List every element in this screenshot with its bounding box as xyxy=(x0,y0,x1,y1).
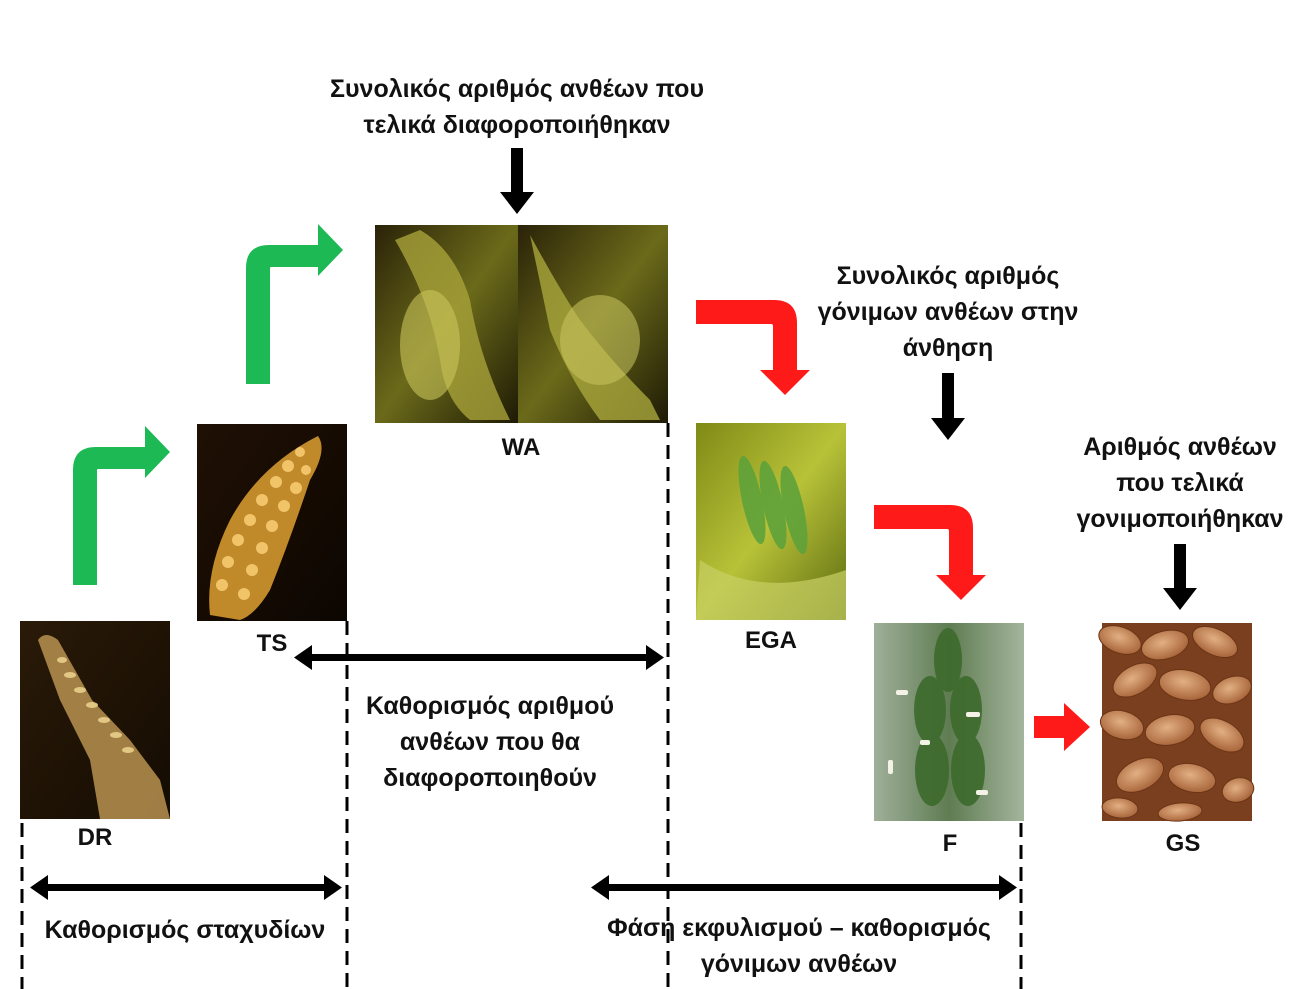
annotation-f-line2: γόνιμων ανθέων στην xyxy=(800,294,1096,330)
pointer-arrow-wa xyxy=(500,148,534,214)
growth-arrow-dr-ts xyxy=(73,426,170,585)
annotation-f-line1: Συνολικός αριθμός xyxy=(800,258,1096,294)
phase-label-floret-number: Καθορισμός αριθμού ανθέων που θα διαφορο… xyxy=(340,688,640,796)
photo-ts xyxy=(197,424,347,621)
span-arrow-dr-ts xyxy=(30,875,342,900)
pointer-arrow-gs xyxy=(1163,544,1197,610)
annotation-gs-line2: που τελικά xyxy=(1064,465,1296,501)
annotation-f: Συνολικός αριθμός γόνιμων ανθέων στην άν… xyxy=(800,258,1096,366)
phase-label-elongation: Φάση εκφυλισμού – καθορισμός γόνιμων ανθ… xyxy=(586,910,1012,982)
stage-label-f: F xyxy=(935,830,965,858)
span-arrow-ts-wa xyxy=(294,645,664,670)
growth-arrow-ts-wa xyxy=(246,224,343,384)
phase-elongation-line2: γόνιμων ανθέων xyxy=(586,946,1012,982)
annotation-gs-line3: γονιμοποιήθηκαν xyxy=(1064,501,1296,537)
photo-f xyxy=(874,623,1024,821)
pointer-arrow-f xyxy=(931,373,965,440)
decline-arrow-ega-f xyxy=(874,505,986,600)
stage-label-dr: DR xyxy=(70,824,120,852)
photo-ega xyxy=(696,423,846,620)
stage-label-ega: EGA xyxy=(740,627,802,655)
phase-floret-line1: Καθορισμός αριθμού xyxy=(340,688,640,724)
annotation-f-line3: άνθηση xyxy=(800,330,1096,366)
span-arrow-wa-f xyxy=(591,875,1017,900)
photo-gs xyxy=(1095,620,1257,823)
annotation-gs-line1: Αριθμός ανθέων xyxy=(1064,429,1296,465)
annotation-wa: Συνολικός αριθμός ανθέων που τελικά διαφ… xyxy=(300,71,734,143)
phase-elongation-line1: Φάση εκφυλισμού – καθορισμός xyxy=(586,910,1012,946)
phase-label-spikelets: Καθορισμός σταχυδίων xyxy=(30,912,340,948)
annotation-gs: Αριθμός ανθέων που τελικά γονιμοποιήθηκα… xyxy=(1064,429,1296,537)
annotation-wa-line2: τελικά διαφοροποιήθηκαν xyxy=(300,107,734,143)
stage-label-ts: TS xyxy=(247,630,297,658)
photo-dr xyxy=(20,621,170,819)
phase-floret-line2: ανθέων που θα xyxy=(340,724,640,760)
decline-arrow-wa-ega xyxy=(696,300,810,395)
stage-label-wa: WA xyxy=(495,434,547,462)
decline-arrow-f-gs xyxy=(1034,703,1090,751)
phase-floret-line3: διαφοροποιηθούν xyxy=(340,760,640,796)
annotation-wa-line1: Συνολικός αριθμός ανθέων που xyxy=(300,71,734,107)
stage-label-gs: GS xyxy=(1158,830,1208,858)
photo-wa xyxy=(375,225,668,423)
